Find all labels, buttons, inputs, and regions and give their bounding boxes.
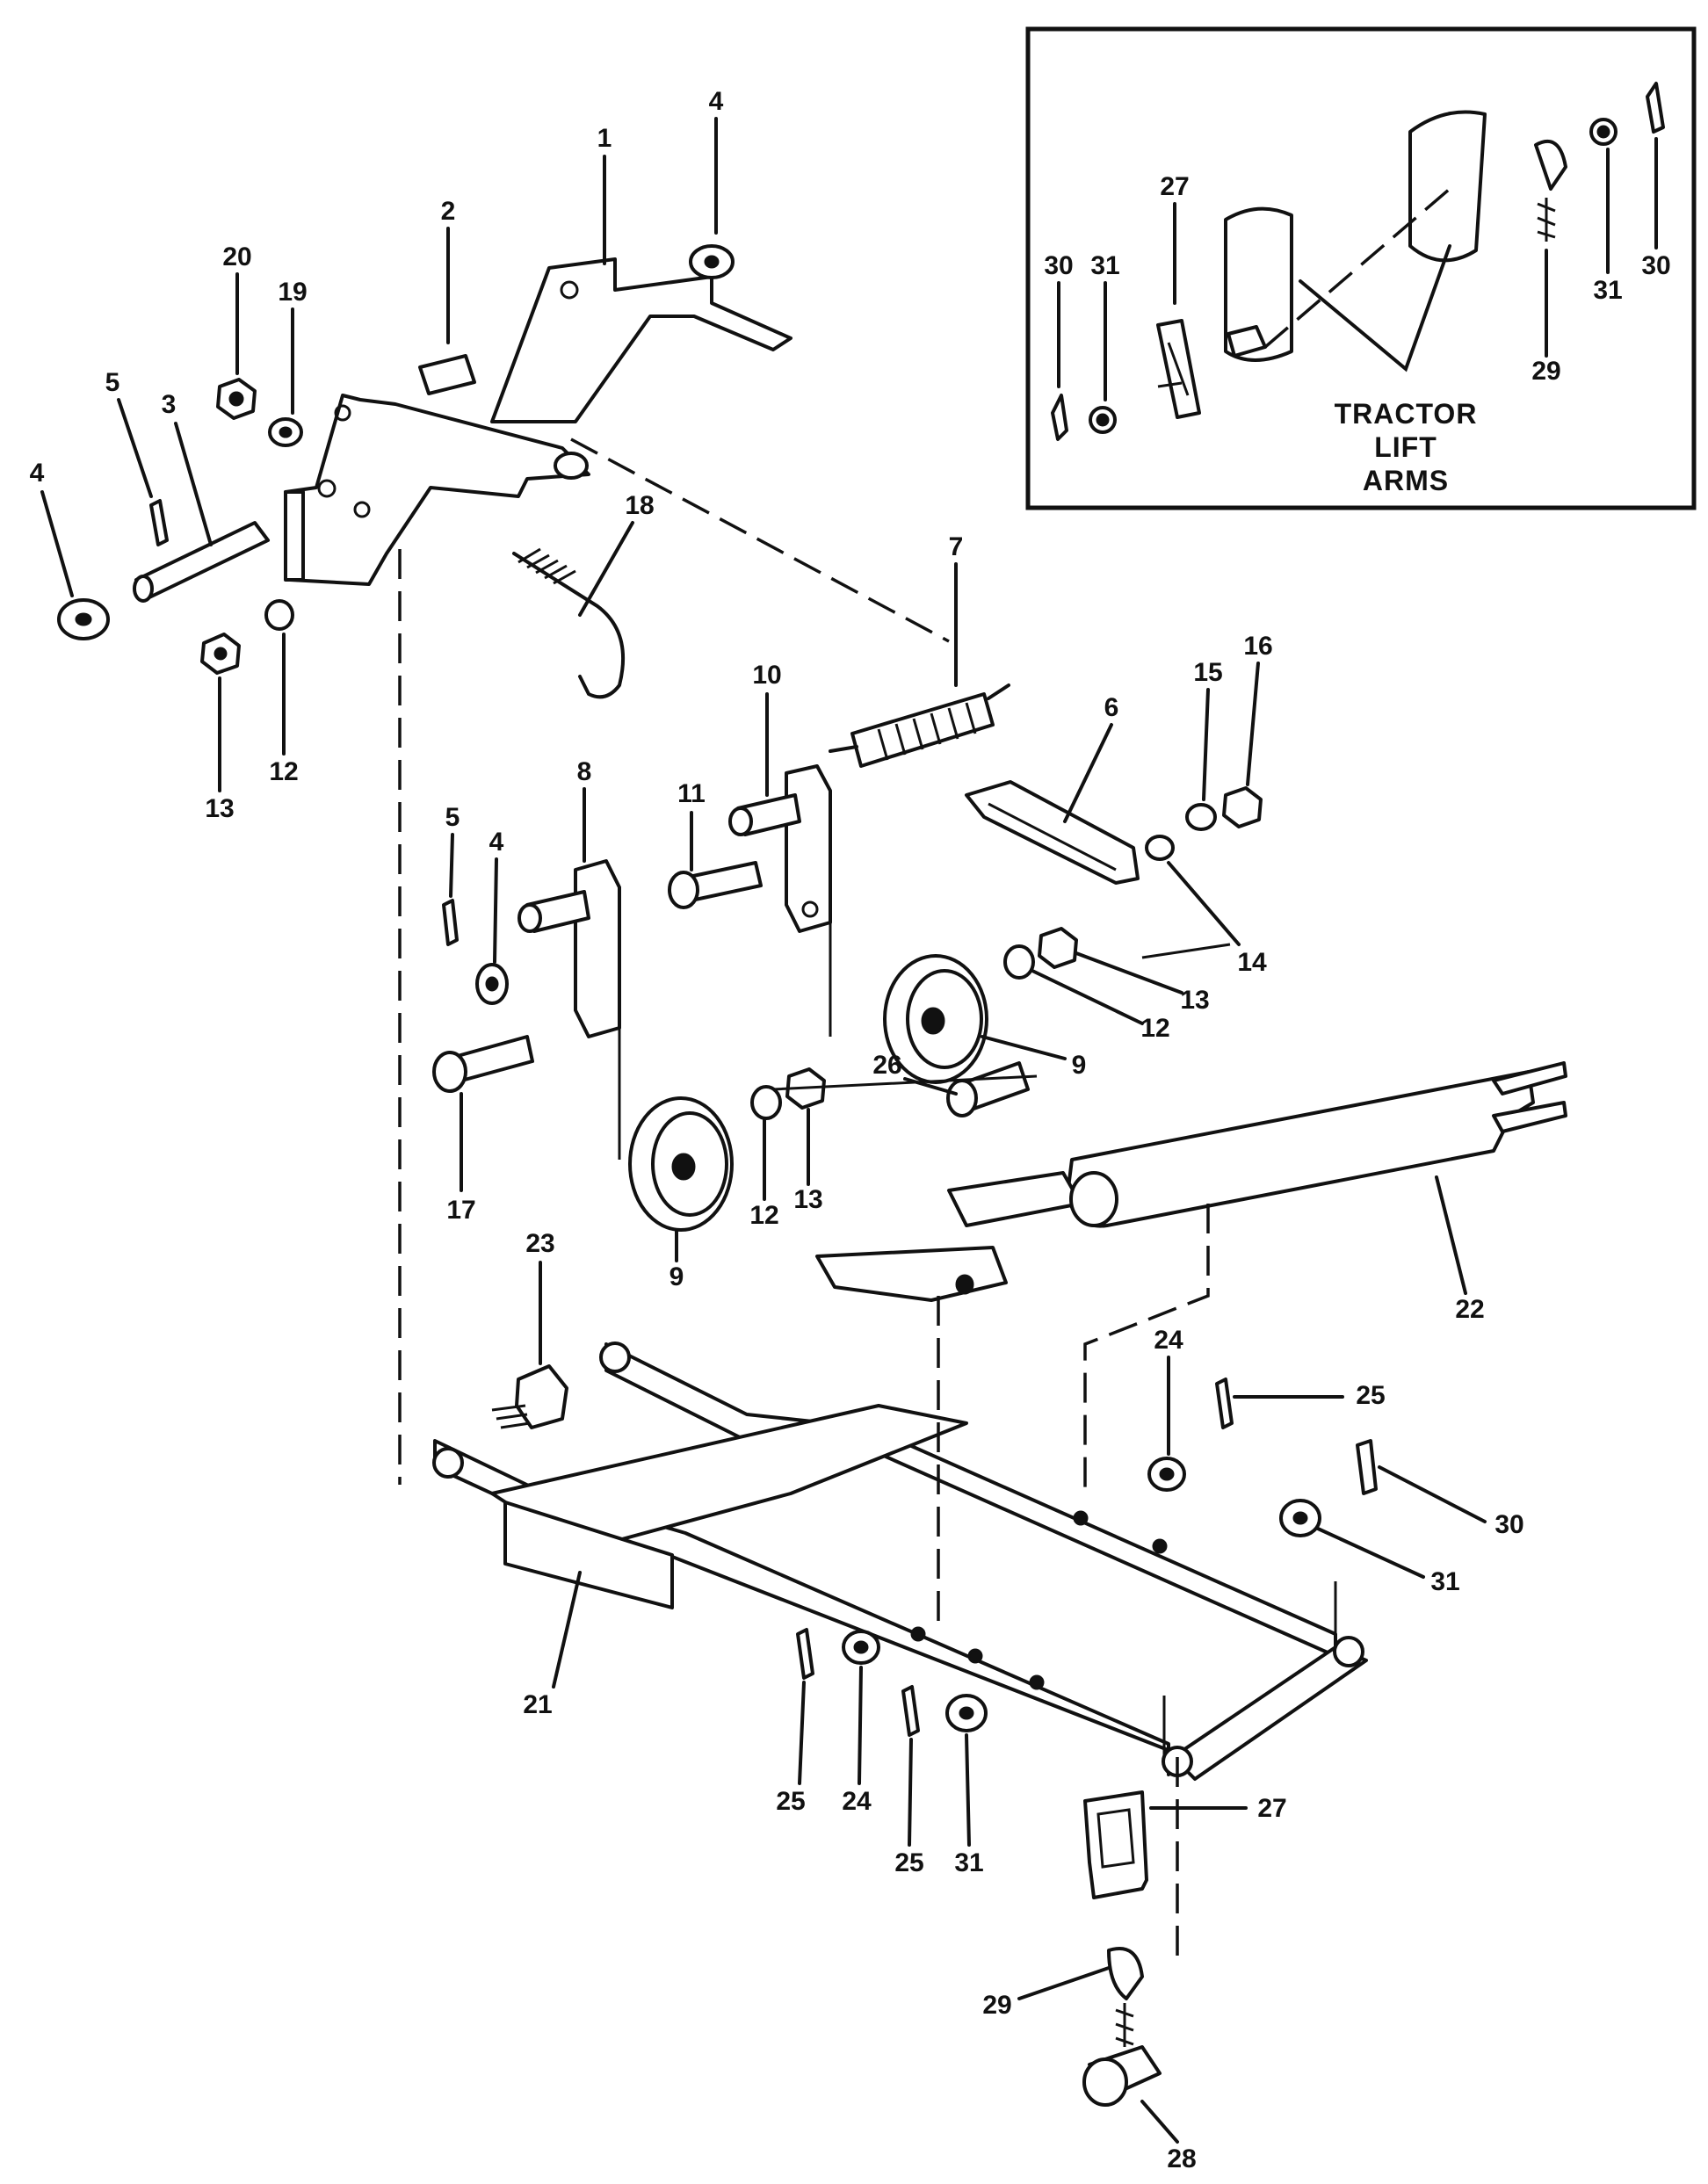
inset-panel: 27 30 31 29 31 30 TRACTOR LIFT ARMS — [1025, 26, 1697, 510]
callout-17: 17 — [446, 1196, 475, 1225]
lower-hardware — [796, 1378, 1378, 2107]
callout-13-upper: 13 — [1180, 986, 1209, 1015]
callout-31-left: 31 — [954, 1848, 983, 1877]
part-16-nut — [1222, 786, 1263, 828]
part-15-washer — [1185, 803, 1217, 831]
callout-16: 16 — [1243, 632, 1272, 661]
callout-21: 21 — [523, 1690, 552, 1719]
callout-29: 29 — [982, 1991, 1011, 2020]
bracket-ear — [284, 490, 305, 582]
callout-9-lower: 9 — [669, 1262, 684, 1291]
inset-lift-arm-right — [1408, 110, 1487, 263]
inset-leader-lift-arms — [1299, 244, 1451, 372]
part-22-arm-ear-upper — [947, 1171, 1082, 1227]
part-22-lift-arm — [815, 1061, 1567, 1302]
callout-24-right: 24 — [1154, 1326, 1183, 1355]
part-10-bracket — [785, 764, 832, 933]
part-2-pad — [418, 354, 476, 395]
inset-callout-29: 29 — [1531, 357, 1560, 386]
callout-4-left: 4 — [30, 459, 45, 488]
callout-31-right: 31 — [1430, 1567, 1459, 1596]
callout-20: 20 — [222, 242, 251, 271]
idler-assembly — [432, 683, 1263, 1232]
lift-bracket-plate — [284, 394, 590, 586]
callout-23: 23 — [525, 1229, 554, 1258]
part-8-bracket — [574, 859, 621, 1038]
part-25-pin-right — [1215, 1378, 1234, 1429]
part-25-pin-left — [796, 1628, 814, 1680]
inset-pivot-29 — [1534, 139, 1567, 191]
part-12-lockwasher-top — [264, 599, 294, 631]
callout-12-upper: 12 — [1140, 1014, 1169, 1043]
inset-pin-30-left — [1051, 394, 1068, 441]
callout-12-lower: 12 — [749, 1201, 778, 1230]
part-5-cotter-mid — [442, 899, 459, 946]
callout-4-top: 4 — [709, 87, 724, 116]
part-21-frame — [432, 1204, 1368, 1959]
callouts: 1 2 4 20 19 5 3 4 13 12 18 7 10 6 15 16 … — [30, 87, 1524, 2173]
part-27-bracket — [1083, 1790, 1148, 1899]
callout-1: 1 — [597, 124, 612, 153]
part-7-spring — [850, 692, 995, 768]
callout-7: 7 — [949, 532, 964, 561]
callout-2: 2 — [441, 197, 456, 226]
callout-28: 28 — [1167, 2144, 1196, 2173]
callout-5-mid: 5 — [445, 803, 460, 832]
part-13-nut-upper — [1038, 927, 1078, 969]
part-22-arm-ear-lower — [815, 1246, 1008, 1302]
part-18-hook-rod — [512, 552, 626, 699]
callout-25-center: 25 — [894, 1848, 923, 1877]
inset-caption-line2: LIFT — [1374, 431, 1437, 463]
bracket-bushing — [554, 452, 589, 480]
part-23-knob — [515, 1364, 568, 1429]
inset-callout-31-left: 31 — [1090, 251, 1119, 280]
part-12-lockwasher-lower — [750, 1085, 782, 1120]
callout-25-left: 25 — [776, 1787, 805, 1816]
inset-frame — [1025, 26, 1697, 510]
callout-3: 3 — [162, 390, 177, 419]
frame-end-bar — [1171, 1645, 1368, 1781]
part-12-lockwasher-upper — [1003, 944, 1035, 980]
callout-26: 26 — [872, 1051, 901, 1080]
frame-bracket-21 — [503, 1501, 674, 1609]
callout-9-upper: 9 — [1072, 1051, 1087, 1080]
part-25-pin-center — [901, 1685, 920, 1737]
inset-spring-29 — [1537, 198, 1556, 242]
callout-12-top: 12 — [269, 757, 298, 786]
part-22-arm-body — [1066, 1070, 1535, 1228]
part-1-plate — [490, 257, 792, 423]
inset-lift-arm-left — [1224, 206, 1293, 362]
callout-6: 6 — [1104, 693, 1119, 722]
callout-10: 10 — [752, 661, 781, 690]
callout-5-top: 5 — [105, 368, 120, 397]
upper-bracket-assembly — [57, 244, 950, 1485]
callout-25-right: 25 — [1356, 1381, 1385, 1410]
callout-14: 14 — [1237, 948, 1267, 977]
callout-22: 22 — [1455, 1295, 1484, 1324]
part-29-pivot — [1107, 1947, 1144, 2000]
callout-4-mid: 4 — [489, 828, 504, 857]
callout-18: 18 — [625, 491, 654, 520]
callout-13-lower: 13 — [793, 1185, 822, 1214]
inset-caption-line3: ARMS — [1363, 465, 1449, 496]
callout-8: 8 — [577, 757, 592, 786]
callout-30: 30 — [1494, 1510, 1523, 1539]
part-14-washer — [1145, 835, 1175, 861]
inset-caption-line1: TRACTOR — [1335, 398, 1478, 430]
inset-callout-30-right: 30 — [1641, 251, 1670, 280]
inset-callout-30-left: 30 — [1044, 251, 1073, 280]
inset-callout-27: 27 — [1160, 172, 1189, 201]
inset-callout-31-right: 31 — [1593, 276, 1622, 305]
part-5-cotter-top — [149, 499, 169, 546]
callout-11: 11 — [677, 779, 706, 808]
callout-19: 19 — [278, 278, 307, 307]
callout-13-top: 13 — [205, 794, 234, 823]
callout-27: 27 — [1257, 1794, 1286, 1823]
part-30-pin — [1356, 1439, 1378, 1495]
callout-24-left: 24 — [842, 1787, 872, 1816]
inset-pin-30-right — [1646, 82, 1665, 134]
callout-15: 15 — [1193, 658, 1222, 687]
